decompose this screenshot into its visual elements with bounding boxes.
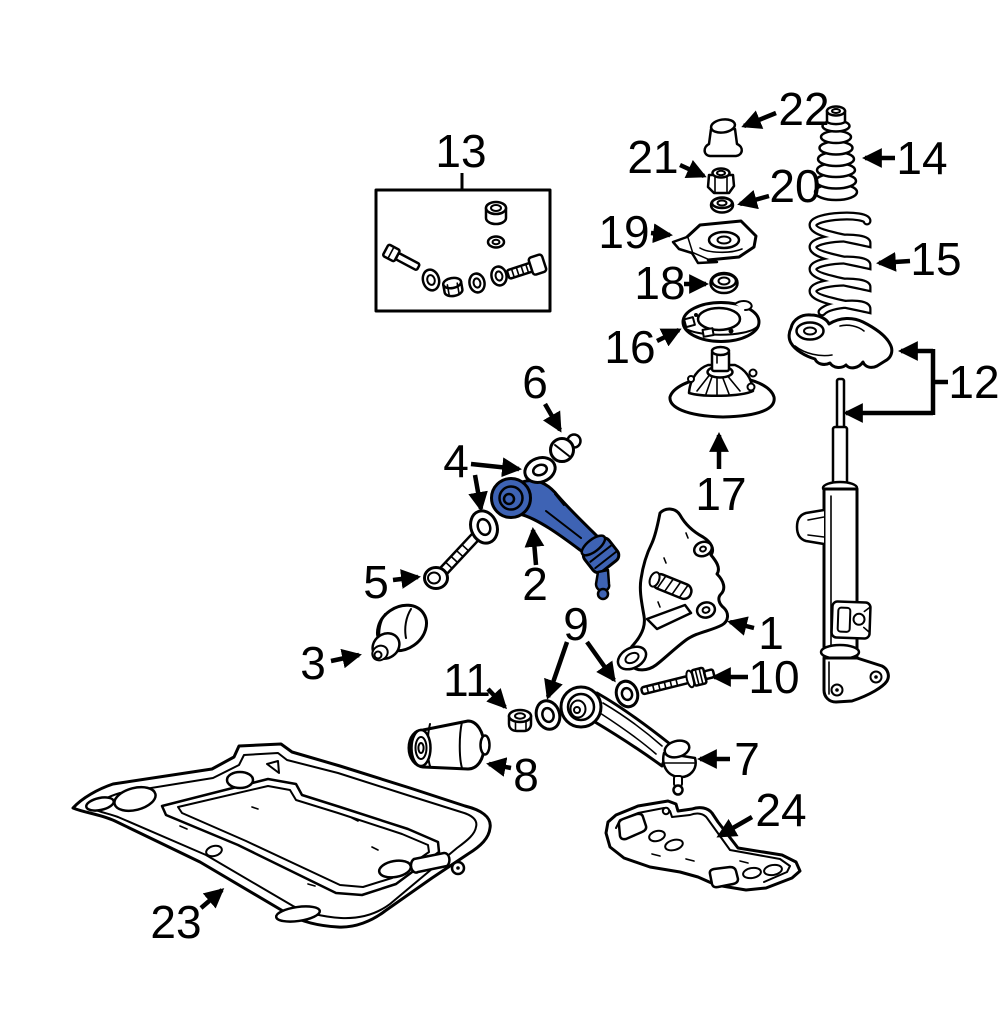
callout-9: 9 bbox=[563, 598, 589, 650]
callout-10: 10 bbox=[748, 651, 799, 703]
bump-stop bbox=[703, 118, 743, 158]
callout-1: 1 bbox=[758, 607, 784, 659]
callout-14: 14 bbox=[896, 132, 947, 184]
washer-4a bbox=[523, 456, 557, 484]
mounting-hardware-kit bbox=[374, 188, 552, 313]
callout-24: 24 bbox=[755, 784, 806, 836]
upper-spring-seat bbox=[681, 300, 761, 343]
callout-17: 17 bbox=[695, 468, 746, 520]
washer-20 bbox=[709, 196, 735, 214]
spring-retainer-plate bbox=[671, 219, 758, 265]
callout-labels: 1 2 3 4 5 6 7 8 9 10 11 12 13 14 15 16 1… bbox=[150, 83, 999, 948]
front-control-arm-highlighted bbox=[490, 477, 621, 601]
callout-4: 4 bbox=[443, 435, 469, 487]
callout-21: 21 bbox=[627, 131, 678, 183]
washer-9a bbox=[534, 699, 562, 731]
washer-9b bbox=[614, 679, 640, 709]
callout-6: 6 bbox=[522, 356, 548, 408]
callout-18: 18 bbox=[634, 257, 685, 309]
cam-bolt bbox=[549, 433, 582, 463]
guide-bolt bbox=[423, 532, 481, 590]
callout-19: 19 bbox=[598, 206, 649, 258]
lower-arm-bushing bbox=[407, 719, 491, 771]
suspension-subframe bbox=[71, 742, 492, 929]
lock-nut-21 bbox=[706, 167, 736, 195]
callout-16: 16 bbox=[604, 321, 655, 373]
callout-22: 22 bbox=[778, 83, 829, 135]
lock-nut-11 bbox=[507, 708, 533, 733]
steering-knuckle bbox=[616, 507, 729, 672]
callout-11: 11 bbox=[443, 654, 491, 706]
washer-18 bbox=[709, 271, 739, 295]
callout-15: 15 bbox=[910, 233, 961, 285]
callout-13: 13 bbox=[435, 125, 486, 177]
callout-arrows bbox=[199, 110, 948, 910]
strut-mount bbox=[668, 345, 776, 419]
strut-assembly bbox=[787, 313, 894, 704]
callout-20: 20 bbox=[769, 160, 820, 212]
dust-boot bbox=[813, 105, 859, 202]
lower-control-arm bbox=[559, 685, 697, 796]
control-arm-bushing bbox=[371, 603, 428, 662]
callout-12: 12 bbox=[948, 356, 999, 408]
callout-2: 2 bbox=[522, 558, 548, 610]
callout-23: 23 bbox=[150, 896, 201, 948]
subframe-brace-plate bbox=[604, 799, 802, 892]
callout-8: 8 bbox=[513, 749, 539, 801]
parts-diagram: 1 2 3 4 5 6 7 8 9 10 11 12 13 14 15 16 1… bbox=[40, 16, 1000, 1016]
coil-spring bbox=[808, 211, 872, 317]
callout-7: 7 bbox=[734, 733, 760, 785]
callout-5: 5 bbox=[363, 556, 389, 608]
callout-3: 3 bbox=[300, 637, 326, 689]
